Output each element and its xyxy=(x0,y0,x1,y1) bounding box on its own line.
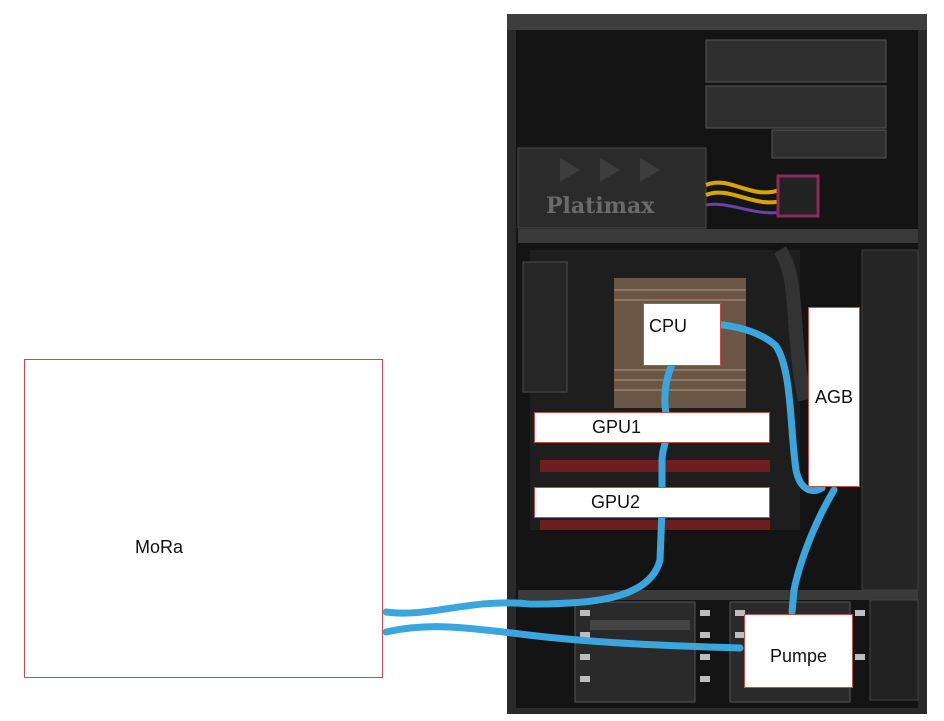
cpu-box: CPU xyxy=(643,303,721,366)
case-top-edge xyxy=(507,14,927,30)
cpu-label: CPU xyxy=(649,316,688,336)
rear-fan xyxy=(522,261,568,393)
drive-bay-3 xyxy=(771,129,887,159)
gpu1-box: GPU1 xyxy=(534,412,770,443)
mora-label: MoRa xyxy=(135,537,184,557)
drive-bay-1 xyxy=(705,39,887,83)
gpu2-label: GPU2 xyxy=(591,492,641,512)
psu-brand-text: Platimax xyxy=(546,193,655,219)
mora-radiator-box: MoRa xyxy=(24,359,383,678)
agb-reservoir-box: AGB xyxy=(808,307,860,487)
front-fans xyxy=(861,249,919,591)
bottom-fan xyxy=(869,599,919,701)
gpu2-box: GPU2 xyxy=(534,487,770,518)
pumpe-label: Pumpe xyxy=(770,646,828,666)
pump-box: Pumpe xyxy=(744,614,853,688)
hdd-cage-left xyxy=(574,601,696,703)
gpu1-label: GPU1 xyxy=(592,417,642,437)
psu xyxy=(517,147,707,229)
drive-bay-2 xyxy=(705,85,887,129)
psu-shelf xyxy=(518,229,918,243)
lower-shelf xyxy=(518,590,918,600)
agb-label: AGB xyxy=(814,386,853,407)
